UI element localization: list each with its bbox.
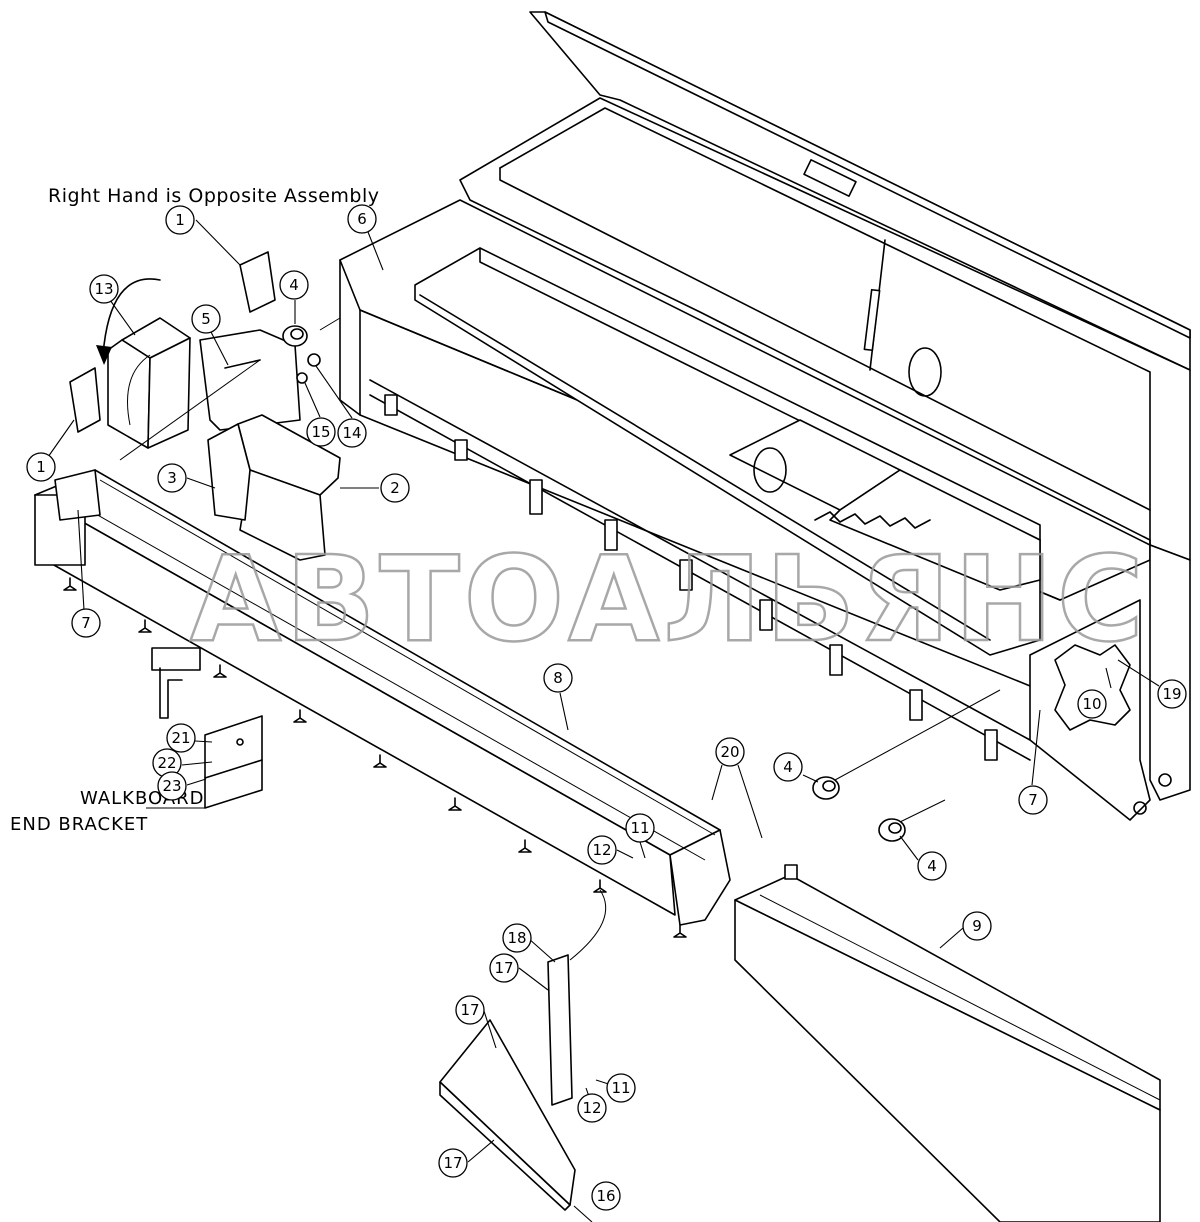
- callout-15: 15: [306, 417, 336, 447]
- svg-text:12: 12: [592, 841, 611, 859]
- watermark: АВТОАЛЬЯНС: [190, 530, 1148, 668]
- hitch-brackets: [69, 251, 341, 561]
- svg-text:11: 11: [630, 819, 649, 837]
- svg-text:4: 4: [927, 857, 937, 875]
- svg-text:17: 17: [494, 959, 513, 977]
- walkboard-9: [734, 864, 1161, 1222]
- svg-text:23: 23: [162, 777, 181, 795]
- callout-4: 4: [917, 851, 947, 881]
- svg-text:7: 7: [81, 614, 91, 632]
- walkboard-label-line1: WALKBOARD: [80, 788, 205, 809]
- svg-text:18: 18: [507, 929, 526, 947]
- callout-12: 12: [577, 1093, 607, 1123]
- svg-text:2: 2: [390, 479, 400, 497]
- svg-text:8: 8: [553, 669, 563, 687]
- walkboard-8: [34, 469, 731, 938]
- callout-22: 22: [152, 748, 182, 778]
- svg-text:21: 21: [171, 729, 190, 747]
- walkboard-end-bracket-detail: [204, 715, 263, 809]
- svg-text:17: 17: [460, 1001, 479, 1019]
- callout-18: 18: [502, 923, 532, 953]
- walkboard-feet: [63, 577, 687, 938]
- callout-14: 14: [337, 418, 367, 448]
- hopper-assembly: [339, 11, 1191, 821]
- svg-text:3: 3: [167, 469, 177, 487]
- callout-16: 16: [591, 1181, 621, 1211]
- svg-text:10: 10: [1082, 695, 1101, 713]
- callout-7: 7: [71, 608, 101, 638]
- svg-text:20: 20: [720, 743, 739, 761]
- callout-2: 2: [380, 473, 410, 503]
- callout-5: 5: [191, 304, 221, 334]
- callout-19: 19: [1157, 679, 1187, 709]
- smv-bracket: [439, 954, 576, 1211]
- callout-11: 11: [625, 813, 655, 843]
- bushings: [812, 776, 906, 842]
- callout-1: 1: [26, 452, 56, 482]
- callout-17: 17: [489, 953, 519, 983]
- callout-4: 4: [279, 270, 309, 300]
- callout-17: 17: [438, 1148, 468, 1178]
- callout-4: 4: [773, 752, 803, 782]
- svg-text:4: 4: [783, 758, 793, 776]
- svg-text:17: 17: [443, 1154, 462, 1172]
- callout-10: 10: [1077, 689, 1107, 719]
- callout-20: 20: [715, 737, 745, 767]
- svg-text:4: 4: [289, 276, 299, 294]
- svg-text:11: 11: [611, 1079, 630, 1097]
- svg-text:9: 9: [972, 917, 982, 935]
- callout-17: 17: [455, 995, 485, 1025]
- callout-6: 6: [347, 204, 377, 234]
- assembly-arrow: [102, 278, 161, 356]
- walkboard-label-line2: END BRACKET: [10, 814, 148, 835]
- assembly-note: Right Hand is Opposite Assembly: [48, 185, 380, 207]
- svg-text:1: 1: [36, 458, 46, 476]
- svg-text:13: 13: [94, 280, 113, 298]
- callout-7: 7: [1018, 785, 1048, 815]
- assembly-lines: [119, 317, 1001, 961]
- callout-21: 21: [166, 723, 196, 753]
- callout-11: 11: [606, 1073, 636, 1103]
- svg-text:15: 15: [311, 423, 330, 441]
- svg-text:1: 1: [175, 211, 185, 229]
- callout-1: 1: [165, 205, 195, 235]
- callout-3: 3: [157, 463, 187, 493]
- svg-text:5: 5: [201, 310, 211, 328]
- callout-13: 13: [89, 274, 119, 304]
- assembly-arrowhead: [96, 345, 112, 365]
- svg-text:14: 14: [342, 424, 361, 442]
- svg-text:7: 7: [1028, 791, 1038, 809]
- callout-23: 23: [157, 771, 187, 801]
- leader-lines: [47, 219, 1160, 1222]
- callout-8: 8: [543, 663, 573, 693]
- svg-text:6: 6: [357, 210, 367, 228]
- svg-text:22: 22: [157, 754, 176, 772]
- svg-text:12: 12: [582, 1099, 601, 1117]
- svg-text:19: 19: [1162, 685, 1181, 703]
- feeder-brackets: [384, 394, 998, 761]
- svg-text:16: 16: [596, 1187, 615, 1205]
- callout-9: 9: [962, 911, 992, 941]
- callout-12: 12: [587, 835, 617, 865]
